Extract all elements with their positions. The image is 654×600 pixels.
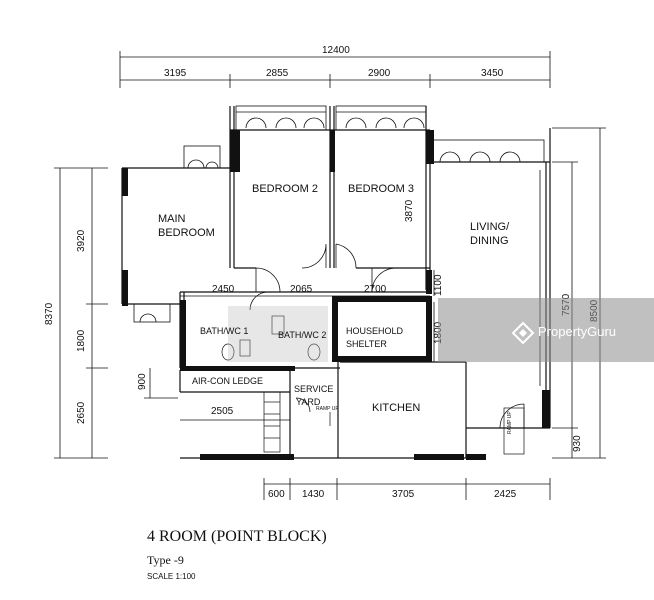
plan-type: Type -9: [147, 553, 184, 567]
bottom-dim-4: 2425: [494, 489, 517, 500]
right-bottom-label: 930: [572, 435, 583, 452]
bottom-dim-1: 600: [268, 489, 285, 500]
bath-tint: [228, 306, 328, 362]
left-dimensions: [54, 167, 178, 459]
main-bedroom-label-2: BEDROOM: [158, 227, 215, 239]
bath1-label: BATH/WC 1: [200, 326, 248, 336]
bottom-dimensions: [263, 478, 551, 500]
plan-title: 4 ROOM (POINT BLOCK): [147, 528, 327, 545]
bottom-dim-3: 3705: [392, 489, 415, 500]
interior-dim-2: 2065: [290, 284, 313, 295]
bottom-dim-2: 1430: [302, 489, 325, 500]
bedroom3-label: BEDROOM 3: [348, 183, 414, 195]
doors: [249, 243, 525, 429]
watermark-text: PropertyGuru: [538, 324, 617, 339]
living-label-2: DINING: [470, 235, 509, 247]
top-dimensions: [119, 51, 551, 88]
top-dim-3: 2900: [368, 68, 391, 79]
overall-width-label: 12400: [322, 45, 350, 56]
left-dim-2: 1800: [76, 329, 87, 352]
service-yard-label-2: YARD: [296, 397, 321, 407]
bedroom2-label: BEDROOM 2: [252, 183, 318, 195]
ramp-label-2: RAMP UP: [507, 411, 513, 434]
propertyguru-logo-icon: [511, 321, 535, 345]
shelter-depth-1100: 1100: [433, 274, 444, 296]
service-yard-label-1: SERVICE: [294, 384, 333, 394]
interior-dim-1: 2450: [212, 284, 235, 295]
kitchen-label: KITCHEN: [372, 402, 420, 414]
aircon-depth-label: 900: [137, 373, 148, 390]
main-bedroom-label-1: MAIN: [158, 213, 186, 225]
fixtures: [221, 315, 525, 455]
left-dim-3: 2650: [76, 401, 87, 424]
left-overall-label: 8370: [44, 302, 55, 325]
interior-dim-3: 2700: [364, 284, 387, 295]
aircon-ledge-label: AIR-CON LEDGE: [192, 376, 263, 386]
ramp-label-1: RAMP UP: [316, 406, 339, 412]
shelter-label-1: HOUSEHOLD: [346, 326, 404, 336]
top-dim-2: 2855: [266, 68, 289, 79]
interior-dimensions: [180, 270, 435, 421]
plan-scale: SCALE 1:100: [147, 572, 196, 581]
windows: [133, 105, 545, 386]
left-dim-1: 3920: [76, 229, 87, 252]
bedroom3-depth-label: 3870: [404, 199, 415, 222]
top-dim-1: 3195: [164, 68, 187, 79]
watermark-band: [438, 298, 654, 362]
living-label-1: LIVING/: [470, 221, 510, 233]
top-dim-4: 3450: [481, 68, 504, 79]
aircon-width-label: 2505: [211, 406, 234, 417]
structural-columns: [122, 130, 550, 460]
shelter-label-2: SHELTER: [346, 339, 387, 349]
bath2-label: BATH/WC 2: [278, 330, 326, 340]
right-dimensions: [552, 127, 606, 459]
